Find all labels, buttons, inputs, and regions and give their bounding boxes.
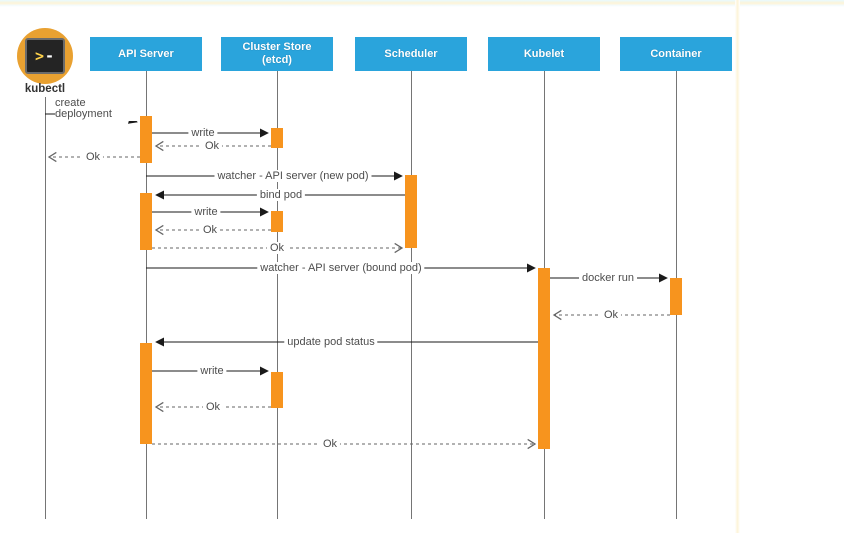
message-label-write-2: write: [191, 206, 221, 218]
actor-header-container: Container: [620, 37, 732, 71]
actor-label-container: Container: [650, 47, 702, 60]
message-label-watcher-bound-pod: watcher - API server (bound pod): [257, 262, 425, 274]
message-label-ok-kubectl: Ok: [82, 151, 104, 163]
prompt-gt-glyph: >: [34, 47, 45, 65]
message-label-ok-container: Ok: [600, 309, 622, 321]
message-label-write-1: write: [188, 127, 218, 139]
message-label-ok-kubelet: Ok: [319, 438, 341, 450]
actor-header-api-server: API Server: [90, 37, 202, 71]
activation-bar-cluster-store-3: [271, 372, 283, 408]
actor-label-scheduler: Scheduler: [384, 47, 438, 60]
page-border-strip-top: [0, 0, 844, 7]
message-label-write-3: write: [197, 365, 227, 377]
message-label-ok-etcd-2: Ok: [199, 224, 221, 236]
message-label-watcher-new-pod: watcher - API server (new pod): [214, 170, 372, 182]
actor-label-kubelet: Kubelet: [523, 47, 565, 60]
message-label-ok-etcd-3: Ok: [202, 401, 224, 413]
actor-label-cluster-store-line2: (etcd): [262, 54, 292, 66]
actor-label-kubectl: kubectl: [24, 83, 66, 95]
terminal-prompt-icon: > -: [25, 38, 65, 74]
actor-header-cluster-store: Cluster Store (etcd): [221, 37, 333, 71]
message-label-update-pod-status: update pod status: [284, 336, 378, 348]
message-label-docker-run: docker run: [579, 272, 637, 284]
activation-bar-kubelet: [538, 268, 550, 449]
activation-bar-api-server-3: [140, 343, 152, 444]
actor-label-api-server: API Server: [118, 47, 174, 60]
activation-bar-cluster-store-1: [271, 128, 283, 148]
kubectl-terminal-icon: > -: [17, 28, 73, 84]
actor-header-kubelet: Kubelet: [488, 37, 600, 71]
page-border-strip-right: [735, 0, 740, 533]
message-label-bind-pod: bind pod: [256, 189, 306, 201]
message-label-ok-etcd-1: Ok: [201, 140, 223, 152]
message-label-create-deployment: create deployment: [55, 97, 139, 121]
activation-bar-scheduler: [405, 175, 417, 248]
activation-bar-cluster-store-2: [271, 211, 283, 232]
activation-bar-api-server-1: [140, 116, 152, 163]
actor-label-cluster-store-line1: Cluster Store: [242, 41, 312, 53]
prompt-dash-glyph: -: [45, 47, 56, 65]
activation-bar-container: [670, 278, 682, 315]
message-label-ok-scheduler: Ok: [266, 242, 288, 254]
activation-bar-api-server-2: [140, 193, 152, 250]
actor-header-scheduler: Scheduler: [355, 37, 467, 71]
